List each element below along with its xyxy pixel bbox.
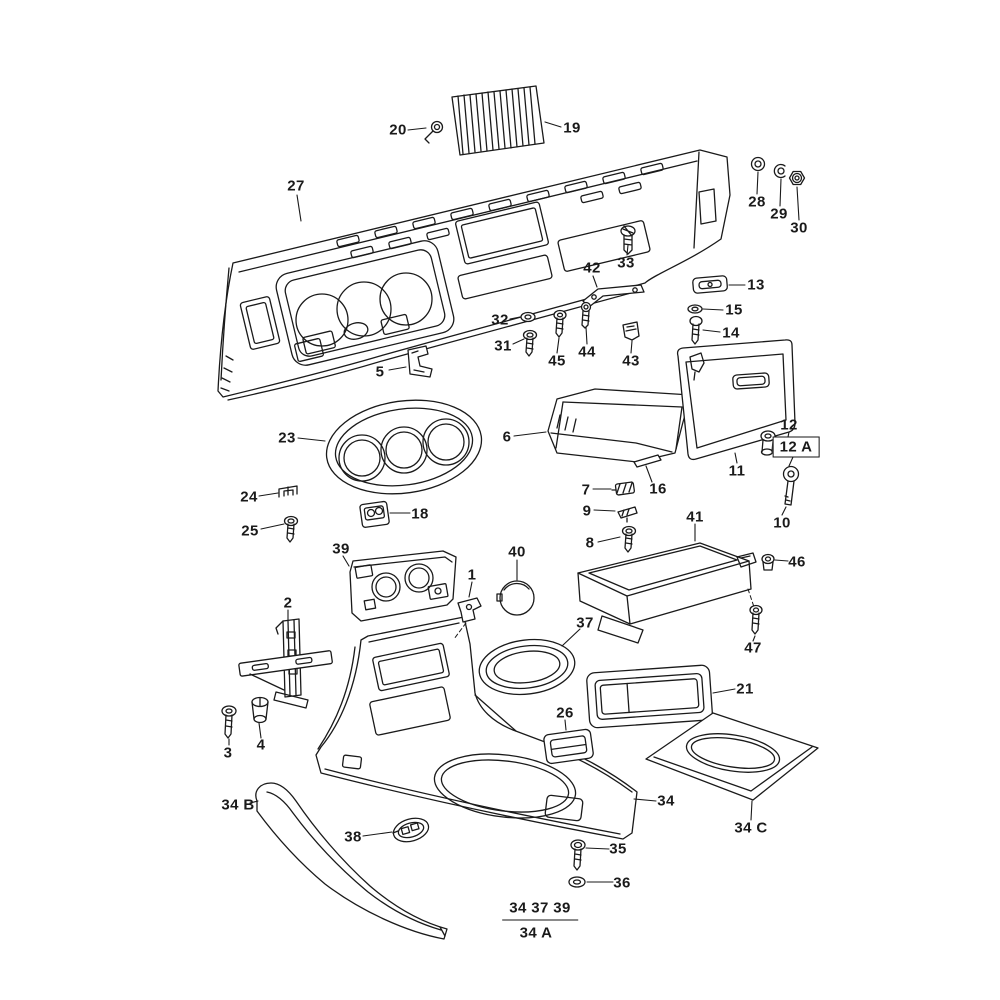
part-32-washer: [520, 311, 536, 323]
part-36-grommet: [568, 876, 586, 888]
part-34B-side-trim: [255, 782, 448, 940]
part-13-bracket: [692, 275, 728, 294]
part-34-center-console: [315, 616, 638, 840]
part-34C-console-side-panel: [645, 712, 819, 801]
part-43-clip: [622, 321, 640, 341]
part-33-screw: [620, 225, 636, 255]
part-11-glovebox-door: [676, 339, 796, 461]
part-47-screw: [749, 604, 763, 635]
part-18-switch: [359, 500, 390, 528]
part-12-lock-cylinder: [760, 430, 776, 456]
part-46-stud: [761, 553, 775, 571]
part-2-support-bracket: [238, 618, 333, 709]
leader-lines: [228, 121, 800, 883]
part-26-switch: [543, 728, 594, 765]
part-28-washer: [750, 156, 766, 172]
part-29-lock-washer: [773, 163, 786, 179]
part-31-screw: [522, 329, 538, 357]
part-15-washer: [687, 304, 703, 314]
part-16-rod: [633, 454, 662, 468]
part-40-knob: [496, 580, 535, 616]
part-19-speaker-grille: [451, 85, 545, 156]
part-7-clip: [611, 481, 635, 496]
part-27-dashboard-panel: [217, 149, 731, 401]
part-38-switch: [392, 817, 430, 843]
part-4-spacer: [251, 696, 269, 724]
part-25-screw: [283, 515, 299, 543]
part-41-storage-tray: [577, 542, 757, 644]
part-30-hex-nut: [788, 170, 806, 186]
part-23-instrument-bezel: [325, 399, 483, 495]
part-20-grille-fastener: [424, 120, 444, 144]
part-5-bracket: [407, 345, 433, 378]
part-39-console-front-panel: [349, 550, 457, 622]
part-3-screw: [221, 705, 237, 739]
part-37-gaiter-ring: [478, 638, 576, 696]
part-35-screw: [570, 839, 586, 871]
assembly-dashed-lines: [453, 588, 755, 640]
part-10-key: [782, 465, 800, 506]
part-6-glovebox-housing: [547, 388, 692, 463]
part-45-screw: [553, 309, 567, 338]
part-14-screw: [689, 315, 703, 345]
part-1-bracket: [457, 597, 482, 623]
part-8-screw: [621, 525, 637, 553]
part-21-console-bezel: [586, 664, 713, 729]
part-24-clip: [278, 485, 298, 498]
part-44-screw: [580, 301, 592, 329]
part-9-clip: [617, 506, 638, 523]
